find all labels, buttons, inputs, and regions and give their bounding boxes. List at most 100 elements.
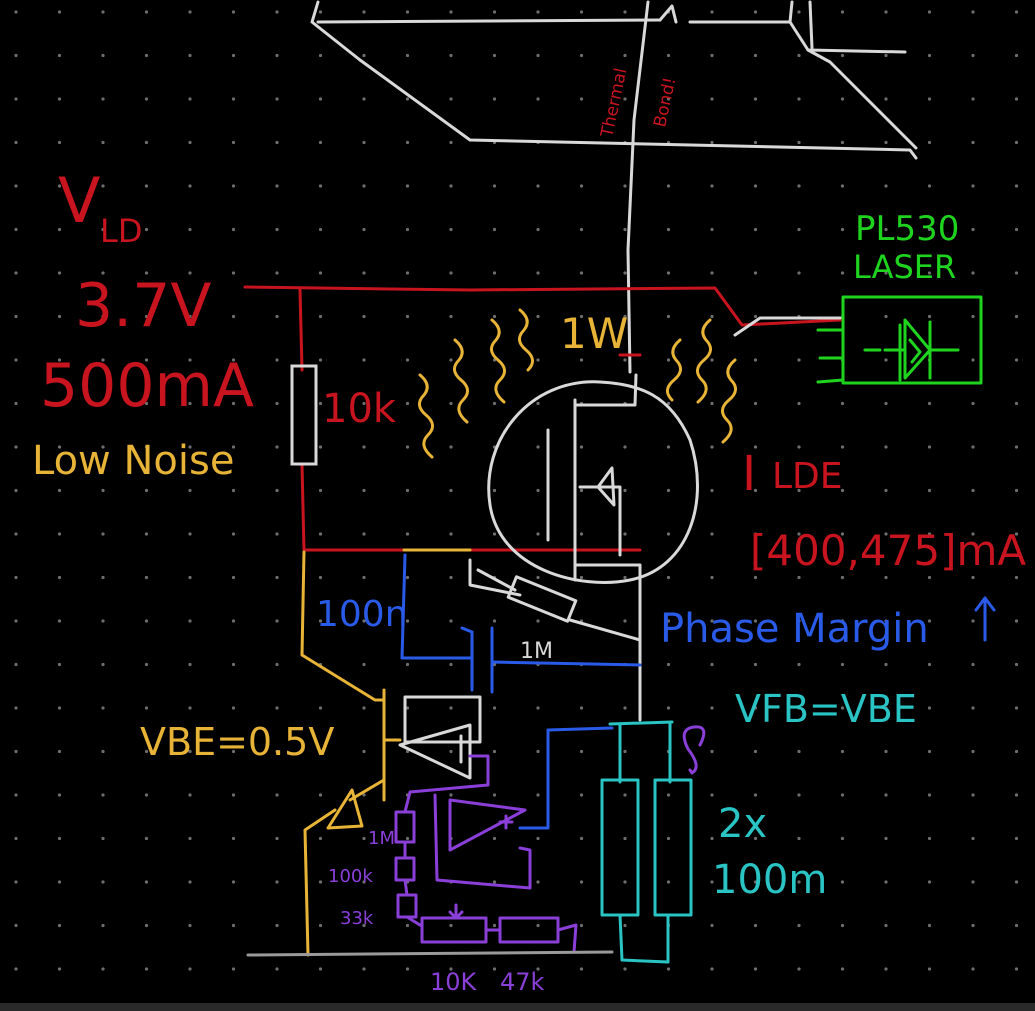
grid-dot <box>753 314 758 319</box>
grid-dot <box>971 314 975 319</box>
grid-dot <box>753 488 758 493</box>
grid-dot <box>101 575 105 580</box>
grid-dot <box>579 271 584 275</box>
grid-dot <box>971 662 975 667</box>
grid-dot <box>144 532 149 536</box>
grid-dot <box>14 401 18 406</box>
grid-dot <box>710 53 714 58</box>
grid-dot <box>57 445 62 449</box>
grid-dot <box>536 706 540 710</box>
grid-dot <box>101 793 105 797</box>
grid-dot <box>101 271 105 275</box>
grid-dot <box>666 53 671 58</box>
grid-dot <box>362 836 366 841</box>
grid-dot <box>579 10 584 14</box>
grid-dot <box>1014 749 1019 754</box>
grid-dot <box>927 749 932 754</box>
grid-dot <box>797 749 801 754</box>
grid-dot <box>927 445 932 449</box>
grid-dot <box>840 532 845 536</box>
grid-dot <box>188 488 192 493</box>
grid-dot <box>101 488 105 493</box>
grid-dot <box>1014 575 1019 580</box>
grid-dot <box>188 662 192 667</box>
low-noise-label: Low Noise <box>32 438 234 484</box>
grid-dot <box>449 532 453 536</box>
grid-dot <box>188 358 192 362</box>
grid-dot <box>144 227 149 232</box>
grid-dot <box>753 271 758 275</box>
grid-dot <box>1014 880 1019 884</box>
grid-dot <box>971 140 975 145</box>
grid-dot <box>405 53 410 58</box>
grid-dot <box>188 706 192 710</box>
grid-dot <box>318 836 323 841</box>
grid-dot <box>275 575 279 580</box>
grid-dot <box>231 401 236 406</box>
grid-dot <box>884 619 888 623</box>
grid-dot <box>275 184 279 188</box>
grid-dot <box>623 53 627 58</box>
grid-dot <box>449 53 453 58</box>
compensation-network <box>400 553 642 694</box>
grid-dot <box>623 488 627 493</box>
laser-model: PL530 <box>855 209 959 249</box>
grid-dot <box>144 619 149 623</box>
grid-dot <box>710 836 714 841</box>
grid-dot <box>971 401 975 406</box>
grid-dot <box>884 227 888 232</box>
ground-line <box>246 950 614 957</box>
grid-dot <box>797 10 801 14</box>
grid-dot <box>362 358 366 362</box>
grid-dot <box>101 836 105 841</box>
op-amp-upper <box>398 695 482 780</box>
grid-dot <box>666 662 671 667</box>
grid-dot <box>492 184 497 188</box>
grid-dot <box>362 923 366 928</box>
grid-dot <box>275 706 279 710</box>
grid-dot <box>449 358 453 362</box>
grid-dot <box>753 184 758 188</box>
grid-dot <box>101 184 105 188</box>
grid-dot <box>275 314 279 319</box>
grid-dot <box>797 923 801 928</box>
grid-dot <box>101 53 105 58</box>
grid-dot <box>405 923 410 928</box>
grid-dot <box>666 488 671 493</box>
grid-dot <box>536 880 540 884</box>
grid-dot <box>753 445 758 449</box>
grid-dot <box>231 923 236 928</box>
grid-dot <box>884 880 888 884</box>
grid-dot <box>101 532 105 536</box>
grid-dot <box>101 10 105 14</box>
grid-dot <box>840 10 845 14</box>
grid-dot <box>927 10 932 14</box>
vfb-label: VFB=VBE <box>735 687 917 731</box>
grid-dot <box>318 358 323 362</box>
vbe-transistor <box>300 548 472 957</box>
grid-dot <box>884 97 888 101</box>
grid-dot <box>840 271 845 275</box>
grid-dot <box>579 575 584 580</box>
grid-dot <box>188 575 192 580</box>
grid-dot <box>971 53 975 58</box>
grid-dot <box>362 53 366 58</box>
grid-dot <box>623 923 627 928</box>
grid-dot <box>449 227 453 232</box>
grid-dot <box>492 793 497 797</box>
grid-dot <box>971 97 975 101</box>
grid-dot <box>405 619 410 623</box>
grid-dot <box>57 401 62 406</box>
grid-dot <box>405 488 410 493</box>
grid-dot <box>14 749 18 754</box>
grid-dot <box>405 314 410 319</box>
r-33k-label: 33k <box>340 908 374 929</box>
thermal-bond-arrow <box>626 0 650 374</box>
grid-dot <box>927 575 932 580</box>
shunt-resistors <box>600 720 693 964</box>
grid-dot <box>1014 532 1019 536</box>
grid-dot <box>492 271 497 275</box>
grid-dot <box>57 488 62 493</box>
grid-dot <box>971 880 975 884</box>
grid-dot <box>579 706 584 710</box>
